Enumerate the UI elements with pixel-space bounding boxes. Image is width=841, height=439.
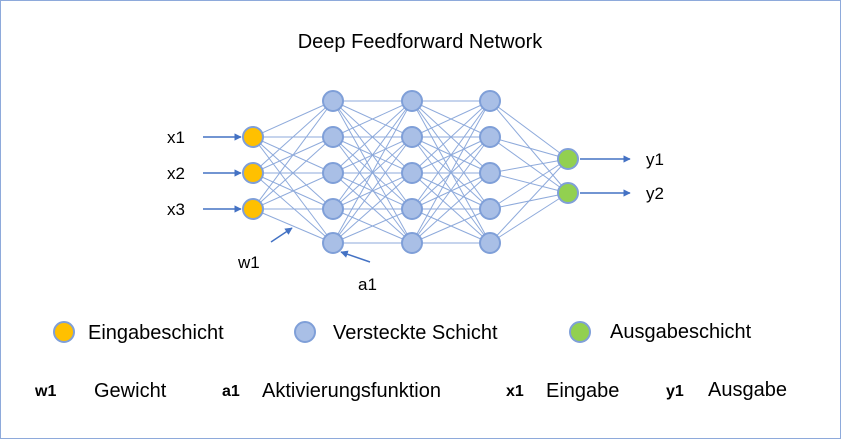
- input-label: x2: [167, 164, 185, 183]
- connection-edge: [489, 158, 569, 174]
- diagram-title: Deep Feedforward Network: [298, 31, 544, 53]
- input-node: [242, 162, 264, 184]
- connection-edge: [489, 100, 569, 160]
- connection-edge: [332, 100, 413, 138]
- glossary-symbol-a1: a1: [222, 383, 240, 400]
- hidden-node: [479, 198, 501, 220]
- output-label: y1: [646, 150, 664, 169]
- edges: [252, 100, 569, 244]
- legend-output-swatch: [569, 321, 591, 343]
- glossary-symbol-w1: w1: [34, 383, 56, 400]
- output-node: [557, 148, 579, 170]
- output-label: y2: [646, 184, 664, 203]
- connection-edge: [332, 100, 413, 174]
- hidden-node: [401, 126, 423, 148]
- connection-edge: [332, 208, 413, 244]
- output-node: [557, 182, 579, 204]
- connection-edge: [252, 136, 334, 244]
- hidden-node: [401, 198, 423, 220]
- hidden-node: [322, 126, 344, 148]
- connection-edge: [489, 192, 569, 244]
- connection-edge: [489, 136, 569, 194]
- glossary-symbol-x1: x1: [506, 383, 524, 400]
- connection-edge: [411, 172, 491, 210]
- connection-edge: [252, 100, 334, 210]
- legend: Eingabeschicht Versteckte Schicht Ausgab…: [53, 321, 752, 344]
- glossary: w1 Gewicht a1 Aktivierungsfunktion x1 Ei…: [34, 379, 787, 402]
- input-label: x1: [167, 128, 185, 147]
- connection-edge: [489, 158, 569, 244]
- connection-edge: [332, 172, 413, 210]
- weight-label: w1: [237, 253, 260, 272]
- input-node: [242, 198, 264, 220]
- connection-edge: [411, 100, 491, 210]
- connection-edge: [252, 172, 334, 210]
- connection-edge: [332, 172, 413, 244]
- hidden-node: [479, 162, 501, 184]
- connection-edge: [489, 158, 569, 210]
- activation-pointer-arrow: [340, 250, 371, 263]
- connection-edge: [252, 100, 334, 138]
- legend-input-label: Eingabeschicht: [88, 322, 224, 344]
- glossary-symbol-y1: y1: [666, 383, 684, 400]
- connection-edge: [489, 136, 569, 160]
- connection-edge: [411, 172, 491, 244]
- legend-output-label: Ausgabeschicht: [610, 321, 752, 343]
- hidden-node: [401, 232, 423, 254]
- hidden-node: [479, 90, 501, 112]
- legend-input-swatch: [53, 321, 75, 343]
- connection-edge: [489, 100, 569, 194]
- hidden-node: [479, 232, 501, 254]
- hidden-node: [322, 232, 344, 254]
- hidden-node: [479, 126, 501, 148]
- connection-edge: [332, 100, 413, 210]
- hidden-node: [401, 90, 423, 112]
- glossary-label-ausgabe: Ausgabe: [708, 379, 787, 401]
- connection-edge: [332, 136, 413, 244]
- glossary-label-eingabe: Eingabe: [546, 380, 619, 402]
- connection-edge: [252, 100, 334, 174]
- hidden-node: [322, 162, 344, 184]
- legend-hidden-swatch: [294, 321, 316, 343]
- hidden-node: [322, 198, 344, 220]
- connection-edge: [252, 208, 334, 244]
- hidden-node: [322, 90, 344, 112]
- legend-hidden-label: Versteckte Schicht: [333, 322, 498, 344]
- glossary-label-aktivierung: Aktivierungsfunktion: [262, 380, 441, 402]
- activation-label: a1: [358, 275, 377, 294]
- nodes: [242, 90, 579, 254]
- connection-edge: [411, 208, 491, 244]
- hidden-node: [401, 162, 423, 184]
- glossary-label-gewicht: Gewicht: [94, 380, 167, 402]
- connection-edge: [489, 172, 569, 194]
- connection-edge: [252, 136, 334, 210]
- connection-edge: [411, 100, 491, 174]
- io-labels: x1 x2 x3 y1 y2: [167, 128, 664, 219]
- connection-edge: [332, 100, 413, 244]
- input-node: [242, 126, 264, 148]
- connection-edge: [252, 172, 334, 244]
- connection-edge: [411, 136, 491, 244]
- weight-pointer-arrow: [270, 227, 293, 243]
- input-label: x3: [167, 200, 185, 219]
- connection-edge: [411, 100, 491, 138]
- connection-edge: [411, 100, 491, 244]
